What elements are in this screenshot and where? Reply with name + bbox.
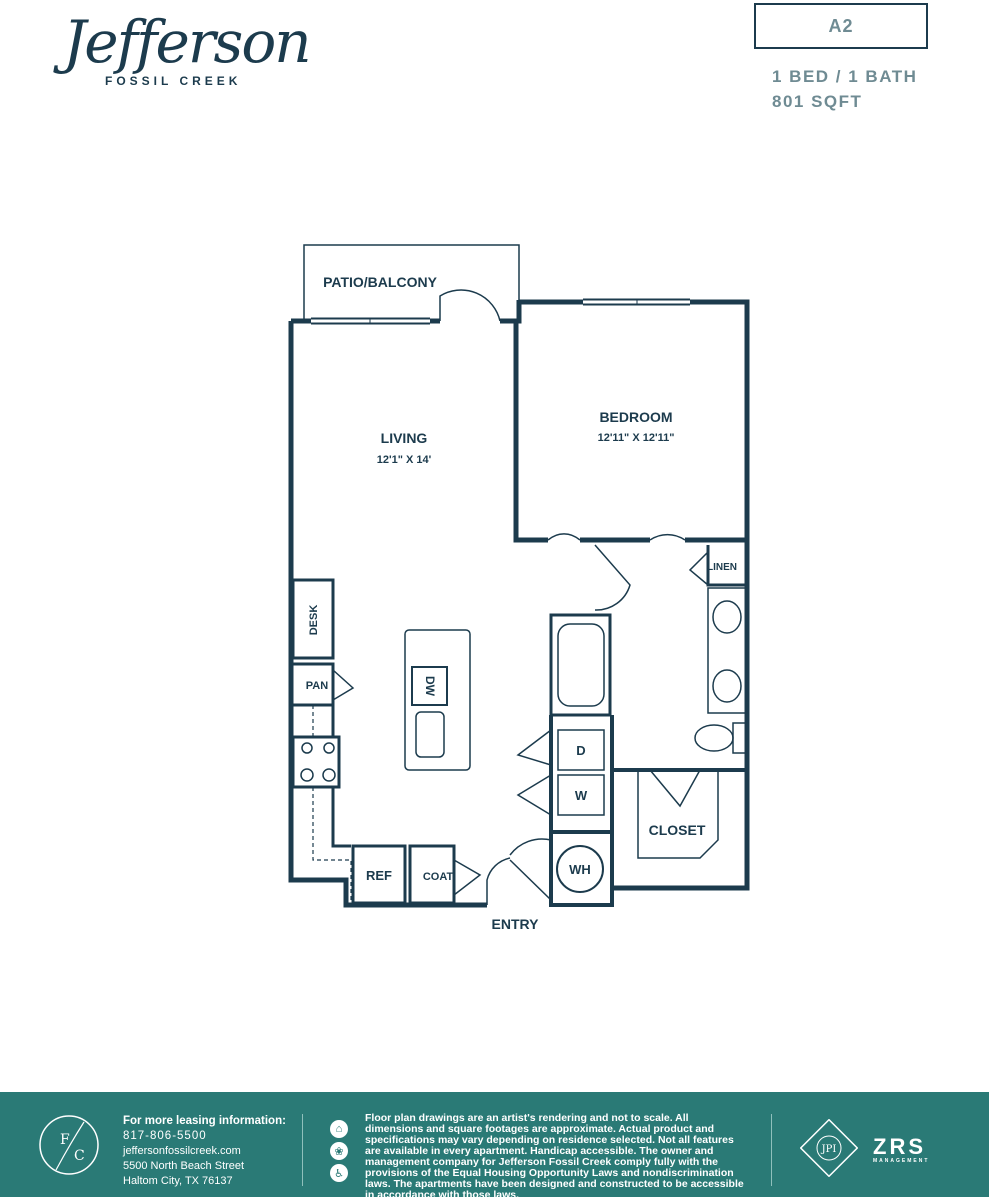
disclaimer-text: Floor plan drawings are an artist's rend… [365,1112,744,1201]
fc-logo-c: C [74,1148,85,1164]
label-coat: COAT [423,871,454,883]
jefferson-logo: Jefferson FOSSIL CREEK [55,0,315,100]
jpi-logo: JPI [800,1119,858,1177]
leasing-website[interactable]: jeffersonfossilcreek.com [123,1145,241,1157]
label-living: LIVING [381,430,428,446]
unit-info: 1 BED / 1 BATH 801 SQFT [772,64,917,114]
accessible-icon: ♿ [330,1164,348,1182]
label-wh: WH [569,862,591,877]
living-exterior-wall [288,321,487,908]
patio-outline [303,244,520,321]
label-desk: DESK [308,605,320,636]
label-dw: DW [423,676,437,697]
jpi-text: JPI [821,1144,837,1155]
fc-logo: F C [39,1115,99,1175]
label-ref: REF [366,868,392,883]
unit-size: 801 SQFT [772,92,863,111]
label-pan: PAN [306,680,328,692]
logo-subtitle: FOSSIL CREEK [105,74,242,88]
footer-divider-1 [302,1114,303,1186]
footer: F C For more leasing information: 817-80… [0,1092,989,1201]
label-bedroom-dim: 12'11" X 12'11" [598,432,675,444]
fc-logo-f: F [60,1132,70,1148]
floor-plan: PATIO/BALCONY LIVING 12'1" X 14' BEDROOM… [288,244,750,932]
leasing-address-2: Haltom City, TX 76137 [123,1175,233,1187]
zrs-subtext: MANAGEMENT [873,1158,930,1164]
label-closet: CLOSET [649,822,706,838]
leasing-info: For more leasing information: 817-806-55… [123,1114,286,1189]
zrs-logo: ZRS MANAGEMENT [873,1134,930,1165]
leasing-phone[interactable]: 817-806-5500 [123,1130,207,1142]
zrs-text: ZRS [873,1134,926,1159]
logo-script-text: Jefferson [63,8,312,76]
label-washer: W [575,788,588,803]
unit-code: A2 [828,15,854,36]
unit-code-box: A2 [754,3,928,49]
footer-icons: ⌂ ❀ ♿ [330,1120,352,1186]
label-bedroom: BEDROOM [599,409,672,425]
patio-door-swing [439,289,501,322]
label-dryer: D [576,743,585,758]
label-patio: PATIO/BALCONY [323,274,437,290]
pet-icon: ❀ [330,1142,348,1160]
label-living-dim: 12'1" X 14' [377,454,432,466]
leasing-heading: For more leasing information: [123,1115,286,1127]
equal-housing-icon: ⌂ [330,1120,348,1138]
label-linen: LINEN [707,562,737,573]
bedroom-wall [513,300,548,543]
label-entry: ENTRY [492,916,540,932]
leasing-address-1: 5500 North Beach Street [123,1160,245,1172]
unit-beds: 1 BED / 1 BATH [772,67,918,86]
footer-divider-2 [771,1114,772,1186]
